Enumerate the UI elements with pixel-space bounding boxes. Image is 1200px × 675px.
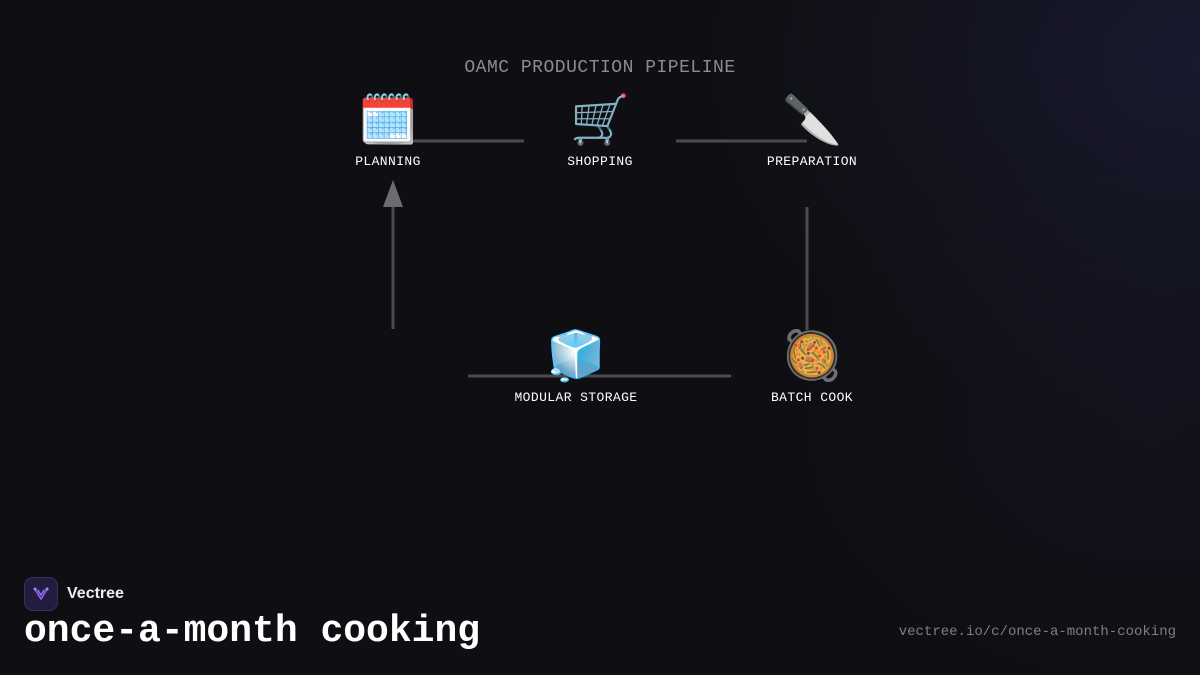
page-headline: once-a-month cooking: [24, 610, 481, 653]
ice-cube-icon: 🧊: [546, 328, 606, 384]
node-label-batch-cook: BATCH COOK: [770, 390, 853, 405]
vectree-logo-icon: [24, 577, 58, 611]
node-label-preparation: PREPARATION: [766, 154, 858, 169]
node-label-shopping: SHOPPING: [567, 154, 633, 169]
page-url[interactable]: vectree.io/c/once-a-month-cooking: [898, 624, 1176, 640]
paella-pan-icon: 🥘: [782, 328, 842, 384]
node-batch-cook: 🥘 BATCH COOK: [722, 328, 902, 405]
calendar-icon: 🗓️: [358, 92, 418, 148]
node-label-modular-storage: MODULAR STORAGE: [514, 390, 638, 405]
node-modular-storage: 🧊 MODULAR STORAGE: [486, 328, 666, 405]
node-shopping: 🛒 SHOPPING: [510, 92, 690, 169]
kitchen-knife-icon: 🔪: [782, 92, 842, 148]
arrowhead-to-planning: [383, 180, 403, 207]
node-label-planning: PLANNING: [355, 154, 421, 169]
diagram-title: OAMC PRODUCTION PIPELINE: [464, 58, 736, 78]
brand: Vectree: [24, 577, 124, 611]
node-preparation: 🔪 PREPARATION: [722, 92, 902, 169]
brand-name: Vectree: [67, 585, 124, 602]
shopping-cart-icon: 🛒: [570, 92, 630, 148]
node-planning: 🗓️ PLANNING: [298, 92, 478, 169]
